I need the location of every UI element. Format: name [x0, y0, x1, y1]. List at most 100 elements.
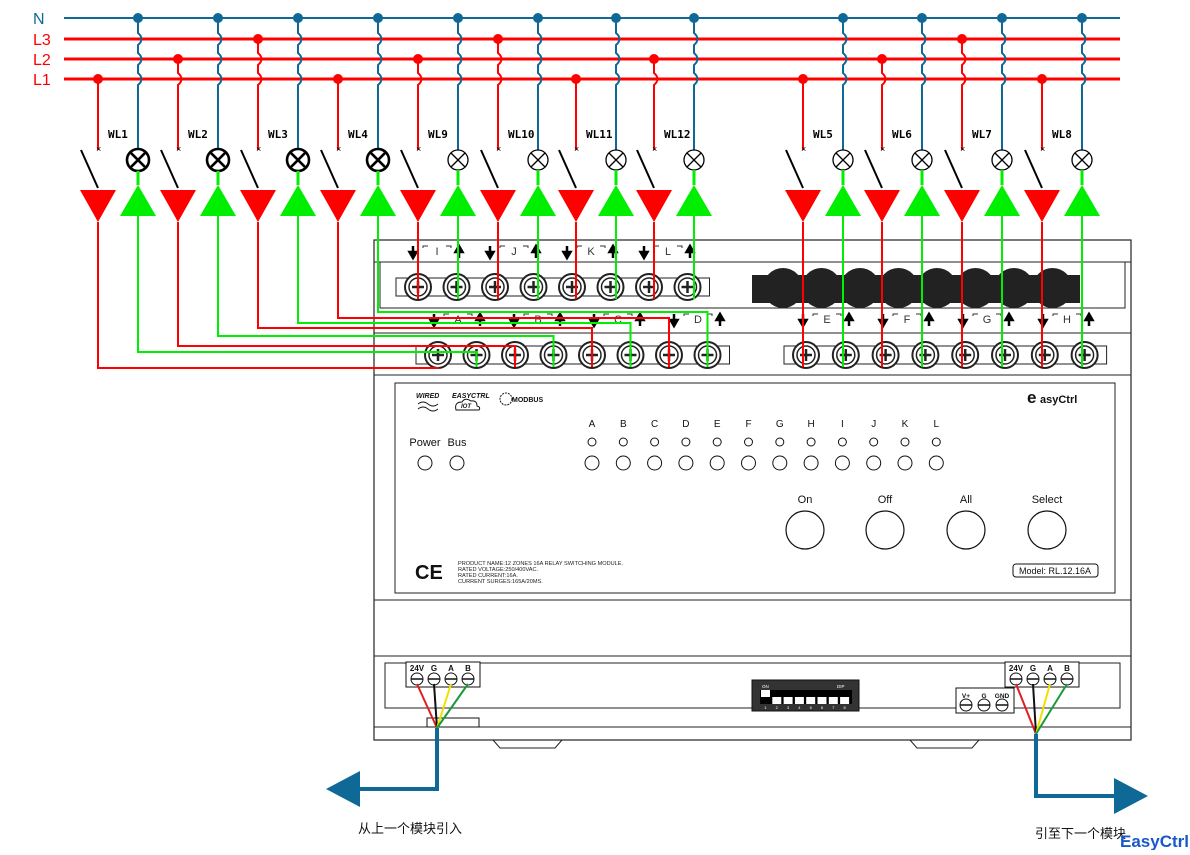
- easyctrl-logo: EASYCTRL: [452, 393, 490, 400]
- dip-position-label: 4: [798, 705, 801, 710]
- channel-button[interactable]: [803, 455, 819, 471]
- neutral-wire: [137, 18, 143, 149]
- up-arrow-icon: [607, 243, 619, 258]
- circuit-label: WL3: [268, 128, 288, 141]
- watermark-logo: EasyCtrl: [1120, 832, 1189, 850]
- screw-slot-icon: [1038, 349, 1051, 361]
- lamp-cross: [129, 151, 147, 169]
- bracket: [443, 313, 449, 316]
- on-button[interactable]: [785, 510, 825, 550]
- dip-switch-2[interactable]: [772, 697, 782, 704]
- select-button[interactable]: [1027, 510, 1067, 550]
- channel-indicator-label: G: [776, 419, 784, 430]
- channel-label: B: [534, 314, 541, 326]
- channel-label: H: [1063, 314, 1071, 326]
- return-arrow-icon: [360, 185, 396, 216]
- switch-contact-x: ×: [880, 144, 885, 154]
- channel-led: [900, 437, 910, 447]
- connector-pin-label: V+: [962, 693, 970, 700]
- neutral-wire: [457, 18, 463, 150]
- circuit-label: WL2: [188, 128, 208, 141]
- channel-label: K: [587, 246, 595, 258]
- channel-indicator-label: B: [620, 419, 627, 430]
- off-button[interactable]: [865, 510, 905, 550]
- dip-switch-5[interactable]: [806, 697, 816, 704]
- dip-switch-1[interactable]: [761, 690, 770, 697]
- lamp-cross: [608, 152, 624, 168]
- switch-blade-icon: [320, 149, 339, 189]
- channel-led: [806, 437, 816, 447]
- connector-notch: [426, 717, 480, 728]
- live-arrow-icon: [400, 190, 436, 222]
- connector-pin-label: 24V: [1009, 664, 1024, 673]
- bracket: [547, 313, 553, 316]
- dip-position-label: 2: [776, 705, 779, 710]
- live-arrow-icon: [944, 190, 980, 222]
- bracket: [677, 245, 683, 248]
- din-clip: [909, 739, 980, 749]
- dip-position-label: 8: [843, 705, 846, 710]
- return-arrow-icon: [200, 185, 236, 216]
- switch-blade-icon: [400, 149, 419, 189]
- dip-position-label: 6: [821, 705, 824, 710]
- channel-indicator-label: F: [745, 419, 751, 430]
- button-label: Off: [878, 494, 893, 506]
- product-info-line: CURRENT SURGES:165A/20MS.: [458, 579, 543, 585]
- live-arrow-icon: [80, 190, 116, 222]
- channel-button[interactable]: [834, 455, 850, 471]
- switch-blade-icon: [480, 149, 499, 189]
- channel-button[interactable]: [678, 455, 694, 471]
- live-arrow-icon: [558, 190, 594, 222]
- channel-label: E: [823, 314, 830, 326]
- channel-button[interactable]: [866, 455, 882, 471]
- channel-button[interactable]: [928, 455, 944, 471]
- bracket: [1052, 313, 1058, 316]
- switch-contact-x: ×: [416, 144, 421, 154]
- channel-button[interactable]: [647, 455, 663, 471]
- bracket: [627, 313, 633, 316]
- all-button[interactable]: [946, 510, 986, 550]
- blank-terminal: [917, 268, 957, 308]
- live-feed-wire: [961, 39, 967, 150]
- terminal-strip: [415, 345, 730, 365]
- output-wire: [337, 222, 670, 367]
- lamp-cross: [289, 151, 307, 169]
- dip-switch-8[interactable]: [840, 697, 850, 704]
- switch-blade-icon: [864, 149, 883, 189]
- channel-button[interactable]: [897, 455, 913, 471]
- blank-terminal: [801, 268, 842, 308]
- channel-button[interactable]: [741, 455, 756, 471]
- status-led-bus: [449, 455, 465, 471]
- bus-cable-core: [1015, 683, 1037, 735]
- switch-blade-icon: [160, 149, 179, 189]
- neutral-wire: [921, 18, 927, 150]
- dip-switch-6[interactable]: [817, 697, 827, 704]
- channel-led: [837, 437, 847, 447]
- terminal-strip: [395, 277, 710, 297]
- live-feed-wire: [881, 59, 887, 150]
- channel-label: F: [904, 314, 911, 326]
- channel-label: L: [665, 246, 671, 258]
- model-plate: [1012, 563, 1099, 578]
- channel-button[interactable]: [615, 455, 631, 471]
- bracket: [499, 245, 505, 248]
- channel-button[interactable]: [709, 455, 725, 471]
- dip-switch-7[interactable]: [828, 697, 838, 704]
- bracket: [467, 313, 473, 316]
- dip-position-label: 7: [832, 705, 835, 710]
- dip-switch-4[interactable]: [794, 697, 804, 704]
- return-wire: [377, 216, 709, 367]
- return-wire: [297, 216, 632, 367]
- dip-on-label: ON: [762, 684, 769, 689]
- connector-pin-label: A: [1047, 664, 1053, 673]
- return-arrow-icon: [984, 185, 1020, 216]
- bracket: [600, 245, 606, 248]
- blank-terminal: [994, 268, 1034, 308]
- channel-button[interactable]: [584, 455, 600, 471]
- bus-label-l3: L3: [33, 32, 51, 49]
- dip-switch-3[interactable]: [783, 697, 793, 704]
- channel-button[interactable]: [772, 455, 788, 471]
- live-feed-wire: [417, 59, 423, 150]
